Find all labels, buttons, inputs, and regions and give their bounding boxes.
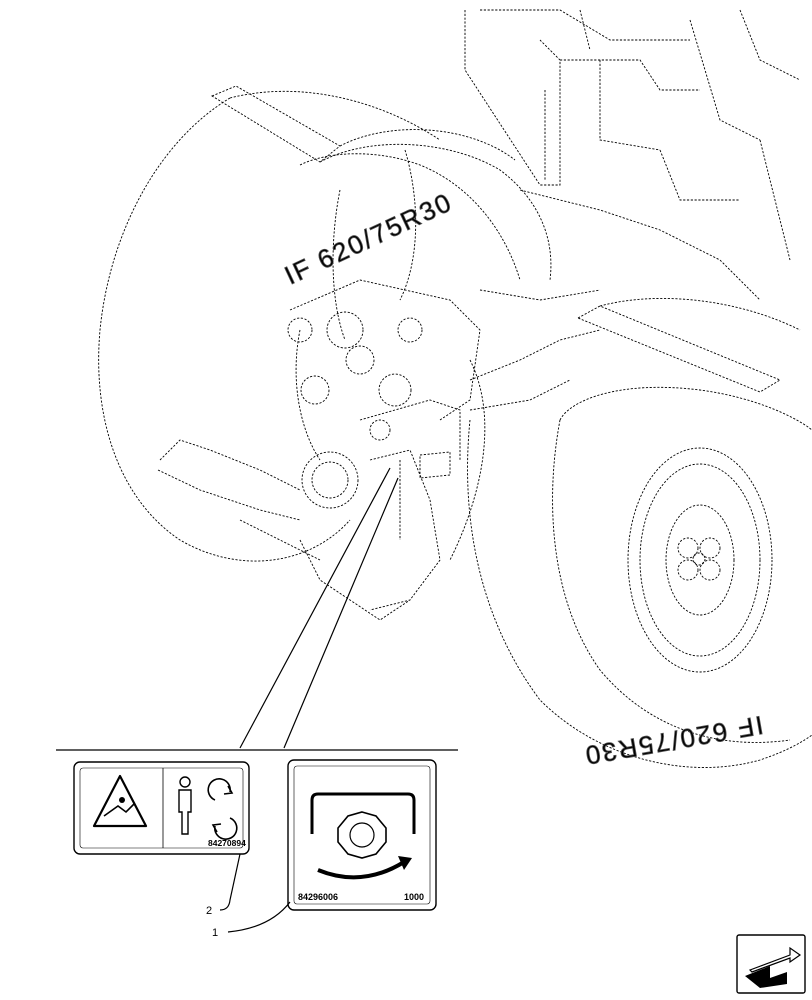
- left-rear-tyre: [98, 90, 521, 562]
- svg-text:1: 1: [212, 927, 218, 939]
- rotation-arrows-icon: [207, 778, 238, 840]
- cab-body: [464, 9, 801, 301]
- decal-pto-rpm: 1000: [404, 892, 424, 902]
- warning-triangle-icon: [92, 774, 148, 828]
- right-fender: [576, 297, 801, 393]
- leader-lines: [239, 467, 399, 749]
- pto-shaft-icon: [337, 811, 387, 859]
- right-rear-tyre: [467, 386, 812, 768]
- decal-pto-part-number: 84296006: [298, 892, 338, 902]
- rear-hitch-mechanism: [157, 279, 601, 621]
- left-fender: [211, 85, 552, 281]
- tyre-marking-left: IF 620/75R30: [280, 187, 457, 291]
- tyre-marking-right: IF 620/75R30: [582, 710, 766, 771]
- decal-warning-part-number: 84270894: [208, 838, 246, 848]
- person-standing-icon: [178, 776, 192, 835]
- callout-2: 2: [206, 853, 241, 917]
- rotation-arrow-icon: [317, 856, 412, 880]
- callout-1: 1: [212, 901, 291, 939]
- pto-guard-icon: [310, 792, 416, 834]
- svg-text:2: 2: [206, 905, 212, 917]
- previous-page-arrow-icon[interactable]: [736, 934, 806, 994]
- decal-pto: 84296006 1000: [287, 759, 437, 911]
- decal-warning: 84270894: [73, 761, 250, 855]
